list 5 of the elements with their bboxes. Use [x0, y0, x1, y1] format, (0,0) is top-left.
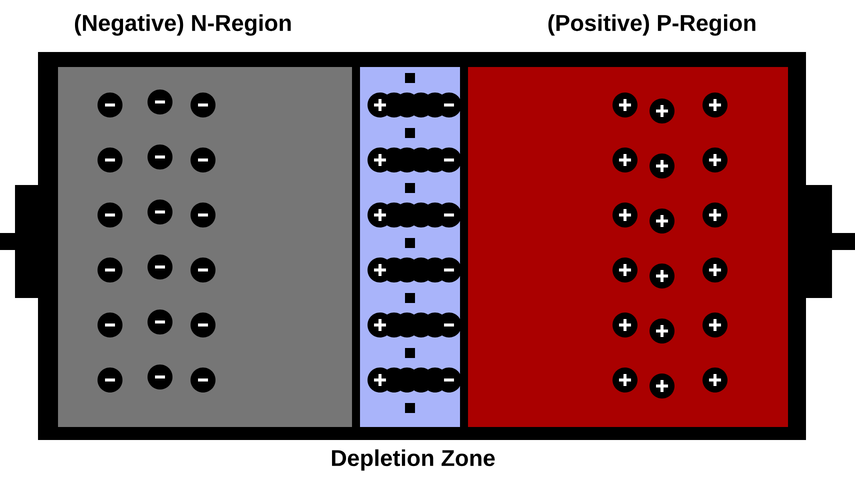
node-label: Depletion Zone	[332, 449, 495, 471]
region-box: (Negative) N-Region	[58, 14, 352, 427]
node-label: (Positive) P-Region	[548, 14, 756, 36]
node-label: (Negative) N-Region	[74, 14, 291, 36]
region-box: (Positive) P-Region	[468, 14, 788, 427]
